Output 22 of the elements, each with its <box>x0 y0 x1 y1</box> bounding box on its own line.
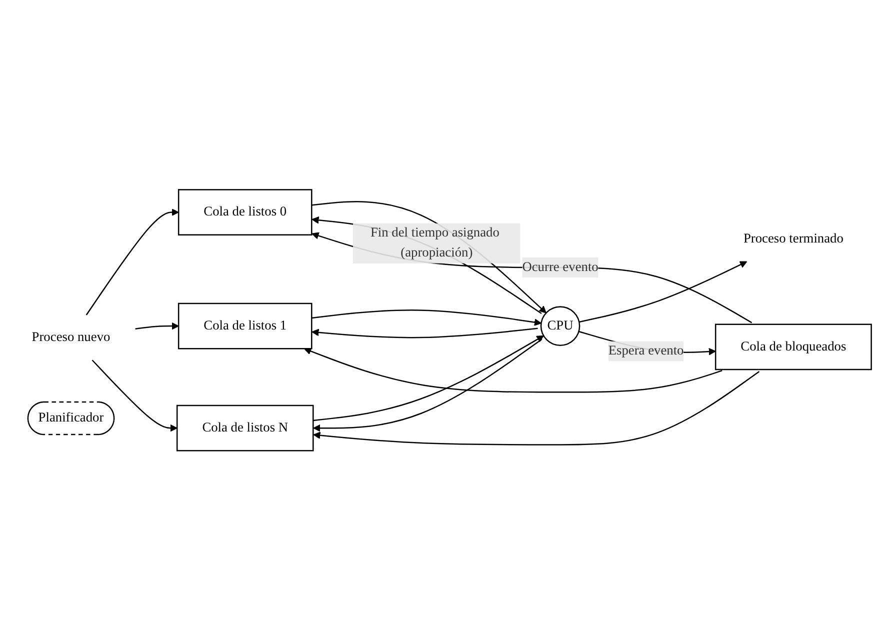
edge-label: Espera evento <box>608 344 684 358</box>
arrow <box>313 336 544 422</box>
arrow <box>86 208 179 316</box>
node-box: Cola de bloqueados <box>714 324 872 370</box>
node-text: Planificador <box>38 411 104 426</box>
node-circle: CPU <box>540 306 580 346</box>
node-box: Cola de listos 1 <box>178 303 312 350</box>
node-box: Cola de listos N <box>176 405 314 452</box>
arrow <box>312 216 542 314</box>
arrow <box>135 322 179 330</box>
arrow <box>579 262 748 323</box>
arrow <box>312 310 542 326</box>
node-text: Proceso terminado <box>743 232 844 246</box>
edge-label: Ocurre evento <box>522 260 598 274</box>
arrow <box>304 348 722 394</box>
node-text: Proceso nuevo <box>32 330 110 345</box>
edge-label: Fin del tiempo asignado (apropiación) <box>370 226 500 260</box>
arrow <box>92 360 178 432</box>
arrow <box>313 339 542 432</box>
arrow <box>313 371 760 446</box>
node-box: Cola de listos 0 <box>178 189 312 236</box>
arrow <box>312 328 538 339</box>
